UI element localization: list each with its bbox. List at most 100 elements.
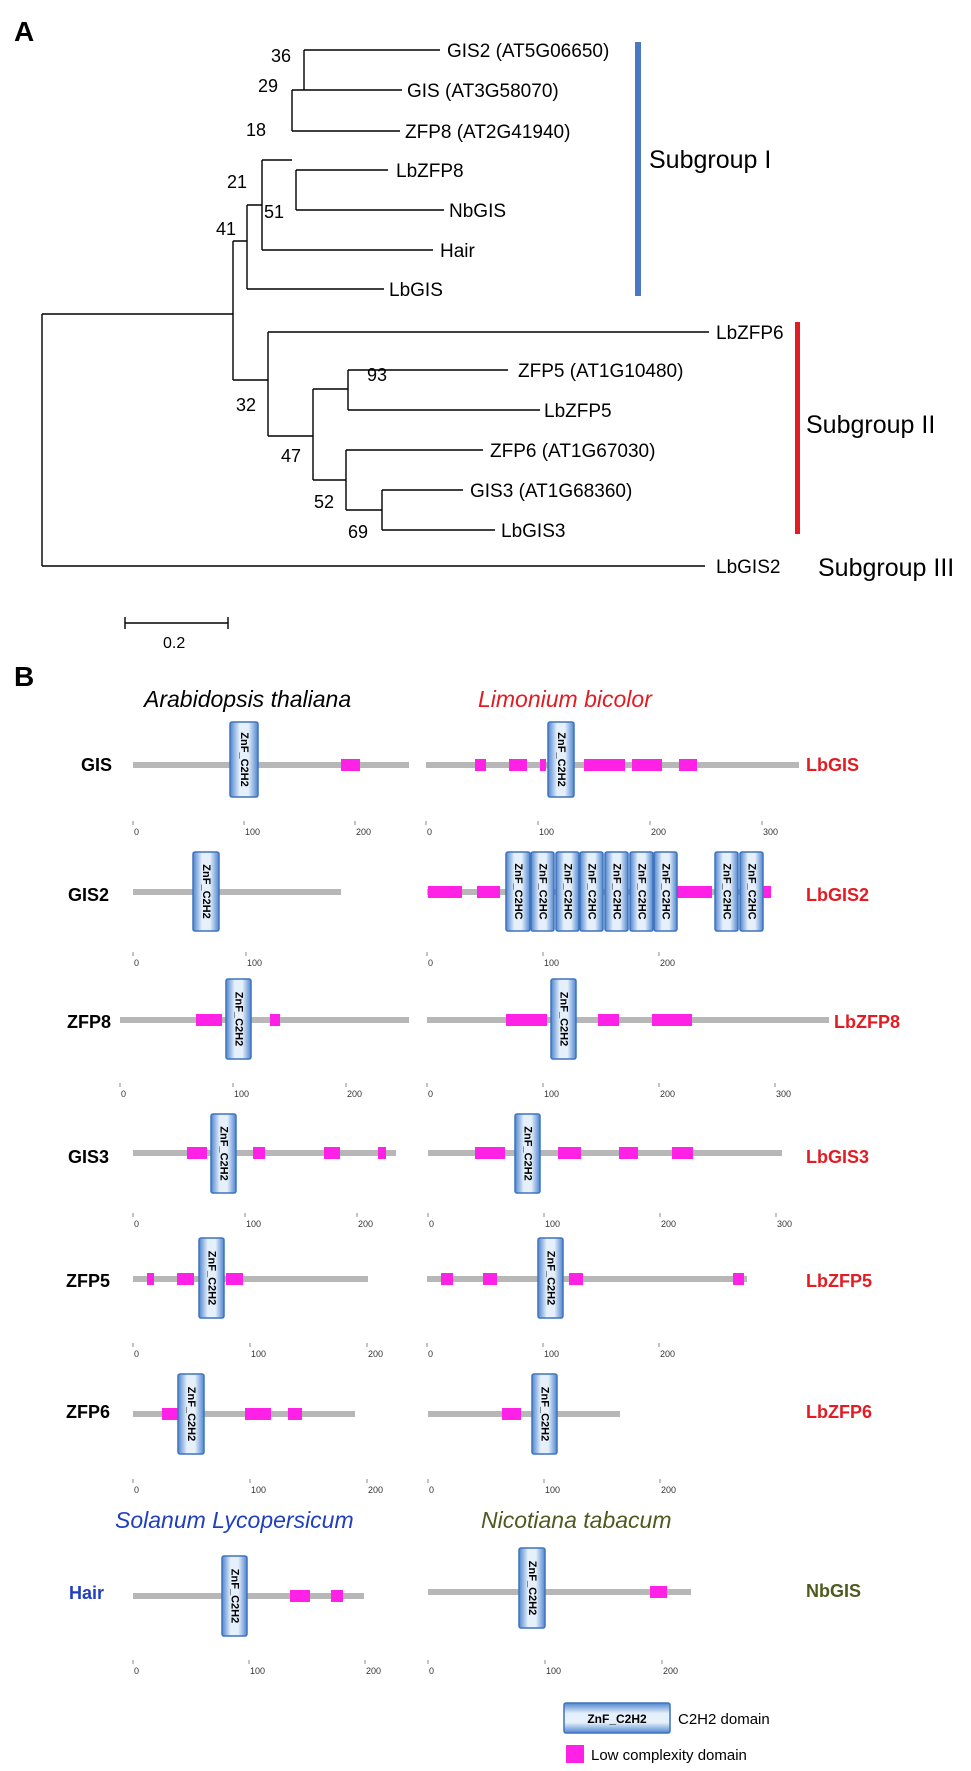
tree-branches <box>41 49 709 629</box>
c2h2-domain-lbgis2-1 <box>505 851 531 932</box>
bootstrap-29: 29 <box>258 76 278 96</box>
axis-tick-label-lbzfp8-0: 0 <box>428 1089 433 1099</box>
c2h2-domain-label-lbgis2-4: ZnF_C2HC <box>586 863 598 919</box>
axis-tick-label-zfp5-1: 100 <box>251 1349 266 1359</box>
low-complexity-lbzfp8-3 <box>652 1014 692 1026</box>
axis-tick-label-zfp8-2: 200 <box>347 1089 362 1099</box>
header-nicotiana: Nicotiana tabacum <box>481 1507 672 1533</box>
c2h2-domain-gis-1 <box>229 721 259 798</box>
c2h2-domain-label-lbgis2-7: ZnF_C2HC <box>660 863 672 919</box>
c2h2-domain-label-lbgis2-3: ZnF_C2HC <box>562 863 574 919</box>
low-complexity-lbgis-6 <box>679 759 697 771</box>
c2h2-domain-label-zfp6-1: ZnF_C2H2 <box>185 1387 197 1441</box>
legend-c2h2-box <box>563 1702 671 1734</box>
c2h2-domain-label-zfp5-1: ZnF_C2H2 <box>206 1251 218 1305</box>
axis-tick-label-lbgis2-2: 200 <box>660 958 675 968</box>
branch-node41 <box>232 240 268 381</box>
axis-tick-label-gis3-0: 0 <box>134 1219 139 1229</box>
axis-tick-label-lbzfp6-1: 100 <box>545 1485 560 1495</box>
backbone-zfp5 <box>133 1276 368 1282</box>
legend-c2h2-box-label: ZnF_C2H2 <box>587 1712 647 1726</box>
low-complexity-lbgis3-2 <box>558 1147 581 1159</box>
protein-gis2: GIS2 <box>68 885 109 905</box>
c2h2-domain-label-lbzfp8-1: ZnF_C2H2 <box>558 992 570 1046</box>
low-complexity-gis3-3 <box>324 1147 340 1159</box>
axis-tick-label-lbzfp6-2: 200 <box>661 1485 676 1495</box>
leaf-lbzfp6: LbZFP6 <box>716 323 784 344</box>
axis-tick-label-gis3-2: 200 <box>358 1219 373 1229</box>
axis-tick-label-lbgis3-1: 100 <box>545 1219 560 1229</box>
branch-root <box>41 313 705 567</box>
c2h2-domain-lbzfp5-1 <box>537 1237 564 1319</box>
legend-low-complexity-swatch <box>566 1745 584 1763</box>
bootstrap-36: 36 <box>271 46 291 66</box>
axis-tick-label-lbzfp5-1: 100 <box>544 1349 559 1359</box>
bootstrap-41: 41 <box>216 219 236 239</box>
backbone-zfp8 <box>120 1017 409 1023</box>
c2h2-domain-label-lbgis2-6: ZnF_C2HC <box>636 863 648 919</box>
low-complexity-zfp5-2 <box>177 1273 194 1285</box>
bootstrap-32: 32 <box>236 395 256 415</box>
axis-tick-label-lbzfp8-1: 100 <box>544 1089 559 1099</box>
protein-lbgis: LbGIS <box>806 755 859 775</box>
axis-tick-label-gis-2: 200 <box>356 827 371 837</box>
c2h2-domain-label-gis-1: ZnF_C2H2 <box>238 732 250 786</box>
c2h2-domain-label-lbzfp5-1: ZnF_C2H2 <box>545 1251 557 1305</box>
low-complexity-lbzfp5-4 <box>733 1273 744 1285</box>
low-complexity-lbgis3-3 <box>619 1147 638 1159</box>
c2h2-domain-gis3-1 <box>210 1113 237 1194</box>
low-complexity-hair-2 <box>331 1590 343 1602</box>
backbone-lbzfp6 <box>428 1411 620 1417</box>
c2h2-domain-nbgis-1 <box>518 1547 546 1629</box>
backbone-hair <box>133 1593 364 1599</box>
low-complexity-lbgis2-1 <box>428 886 462 898</box>
bootstrap-18: 18 <box>246 120 266 140</box>
low-complexity-lbzfp5-3 <box>569 1273 583 1285</box>
c2h2-domain-label-lbgis2-8: ZnF_C2HC <box>721 863 733 919</box>
branch-node93 <box>347 369 540 411</box>
panel-a-label: A <box>14 16 34 47</box>
c2h2-domain-lbgis2-2 <box>530 851 555 932</box>
leaf-hair: Hair <box>440 241 476 262</box>
backbone-zfp6 <box>133 1411 355 1417</box>
low-complexity-hair-1 <box>290 1590 310 1602</box>
header-solanum: Solanum Lycopersicum <box>115 1507 354 1533</box>
axis-tick-label-hair-1: 100 <box>250 1666 265 1676</box>
c2h2-domain-lbgis2-7 <box>653 851 678 932</box>
low-complexity-zfp6-3 <box>288 1408 302 1420</box>
low-complexity-gis3-1 <box>187 1147 207 1159</box>
axis-tick-label-lbgis3-3: 300 <box>777 1219 792 1229</box>
low-complexity-lbzfp8-1 <box>506 1014 547 1026</box>
subgroup-two-label: Subgroup II <box>806 411 935 439</box>
protein-zfp5: ZFP5 <box>66 1271 110 1291</box>
c2h2-domain-label-lbzfp6-1: ZnF_C2H2 <box>539 1387 551 1441</box>
leaf-lbzfp5: LbZFP5 <box>544 401 612 422</box>
axis-tick-label-zfp8-0: 0 <box>121 1089 126 1099</box>
axis-tick-label-lbgis3-0: 0 <box>429 1219 434 1229</box>
scale-label: 0.2 <box>163 635 185 652</box>
axis-tick-label-lbzfp8-2: 200 <box>660 1089 675 1099</box>
subgroup-one-bar <box>635 42 641 296</box>
low-complexity-lbgis-5 <box>632 759 662 771</box>
axis-tick-label-zfp6-2: 200 <box>368 1485 383 1495</box>
axis-tick-label-lbzfp6-0: 0 <box>429 1485 434 1495</box>
axis-tick-label-gis2-1: 100 <box>247 958 262 968</box>
low-complexity-zfp8-2 <box>270 1014 280 1026</box>
protein-lbzfp8: LbZFP8 <box>834 1012 900 1032</box>
c2h2-domain-lbgis2-3 <box>555 851 580 932</box>
bootstrap-51: 51 <box>264 202 284 222</box>
protein-gis: GIS <box>81 755 112 775</box>
bootstrap-93: 93 <box>367 365 387 385</box>
c2h2-domain-gis2-1 <box>192 851 220 932</box>
legend-low-text: Low complexity domain <box>591 1747 747 1764</box>
leaf-gis2: GIS2 (AT5G06650) <box>447 41 609 62</box>
c2h2-domain-lbgis2-6 <box>629 851 654 932</box>
axis-tick-label-nbgis-2: 200 <box>663 1666 678 1676</box>
axis-tick-label-zfp8-1: 100 <box>234 1089 249 1099</box>
protein-zfp8: ZFP8 <box>67 1012 111 1032</box>
leaf-zfp5: ZFP5 (AT1G10480) <box>518 361 683 382</box>
protein-lbgis2: LbGIS2 <box>806 885 869 905</box>
subgroup-two-bar <box>795 322 800 534</box>
branch-node47 <box>312 388 348 481</box>
backbone-gis2 <box>133 889 341 895</box>
